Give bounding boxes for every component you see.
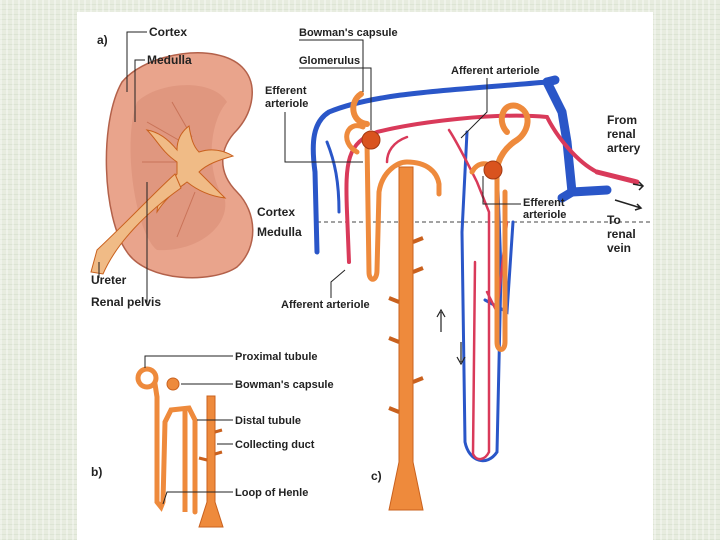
c-bowmans-leader — [299, 39, 364, 92]
kidney-medulla-label: Medulla — [147, 53, 192, 67]
collecting-duct-branches — [388, 236, 424, 414]
collecting-duct — [388, 166, 424, 511]
panel-a-label: a) — [97, 33, 108, 47]
c-glomerulus-leader — [299, 67, 372, 130]
kidney-ureter-label: Ureter — [91, 273, 127, 287]
proximal-tubule-leader — [144, 355, 233, 368]
kidney-cortex-label: Cortex — [149, 25, 187, 39]
panel-b-label: b) — [91, 465, 102, 479]
c-afferent-bottom-leader — [330, 269, 346, 298]
b-distal-tubule-label: Distal tubule — [235, 415, 301, 427]
kidney-illustration — [90, 52, 254, 279]
c-afferent-bottom-label: Afferent arteriole — [281, 299, 370, 311]
c-bowmans-capsule-label: Bowman's capsule — [299, 27, 398, 39]
nephron-b-illustration — [135, 366, 224, 528]
c-medulla-label: Medulla — [257, 225, 302, 239]
kidney-renal-pelvis-label: Renal pelvis — [91, 295, 161, 309]
c-cortex-label: Cortex — [257, 205, 295, 219]
nephron-diagram: a) Cortex Medulla Ureter Renal pelvis b)… — [90, 25, 653, 528]
c-efferent-right-label-2: arteriole — [523, 209, 566, 221]
c-afferent-top-leader — [460, 78, 488, 139]
glomerulus-right — [483, 160, 503, 180]
c-afferent-top-label: Afferent arteriole — [451, 65, 540, 77]
c-glomerulus-label: Glomerulus — [299, 55, 360, 67]
downflow-arrow — [456, 342, 466, 366]
to-renal-vein-label-1: To — [607, 213, 621, 227]
panel-c-label: c) — [371, 469, 382, 483]
b-bowmans-capsule-label: Bowman's capsule — [235, 379, 334, 391]
c-efferent-label-1: Efferent — [265, 85, 307, 97]
b-proximal-tubule-label: Proximal tubule — [235, 351, 318, 363]
upflow-arrow — [436, 308, 446, 332]
from-renal-artery-label-3: artery — [607, 141, 641, 155]
medulla-leader — [134, 59, 145, 122]
to-renal-vein-label-2: renal — [607, 227, 636, 241]
to-renal-vein-label-3: vein — [607, 241, 631, 255]
from-renal-artery-label-1: From — [607, 113, 637, 127]
diagram-card: a) Cortex Medulla Ureter Renal pelvis b)… — [77, 12, 653, 540]
c-efferent-right-label-1: Efferent — [523, 197, 565, 209]
vein-network — [310, 75, 612, 463]
b-loop-of-henle-label: Loop of Henle — [235, 487, 308, 499]
c-efferent-label-2: arteriole — [265, 98, 308, 110]
b-collecting-duct-label: Collecting duct — [235, 439, 315, 451]
from-renal-artery-label-2: renal — [607, 127, 636, 141]
renal-pelvis-leader — [145, 182, 148, 303]
vein-out-arrow — [614, 199, 643, 211]
tubule-network — [344, 91, 531, 352]
c-efferent-leader — [284, 112, 363, 163]
cortex-leader — [126, 31, 147, 92]
c-efferent-right-leader — [482, 176, 521, 205]
loop-of-henle-leader — [162, 491, 233, 505]
glomerulus-left — [361, 130, 381, 150]
artery-in-arrow — [632, 181, 645, 191]
